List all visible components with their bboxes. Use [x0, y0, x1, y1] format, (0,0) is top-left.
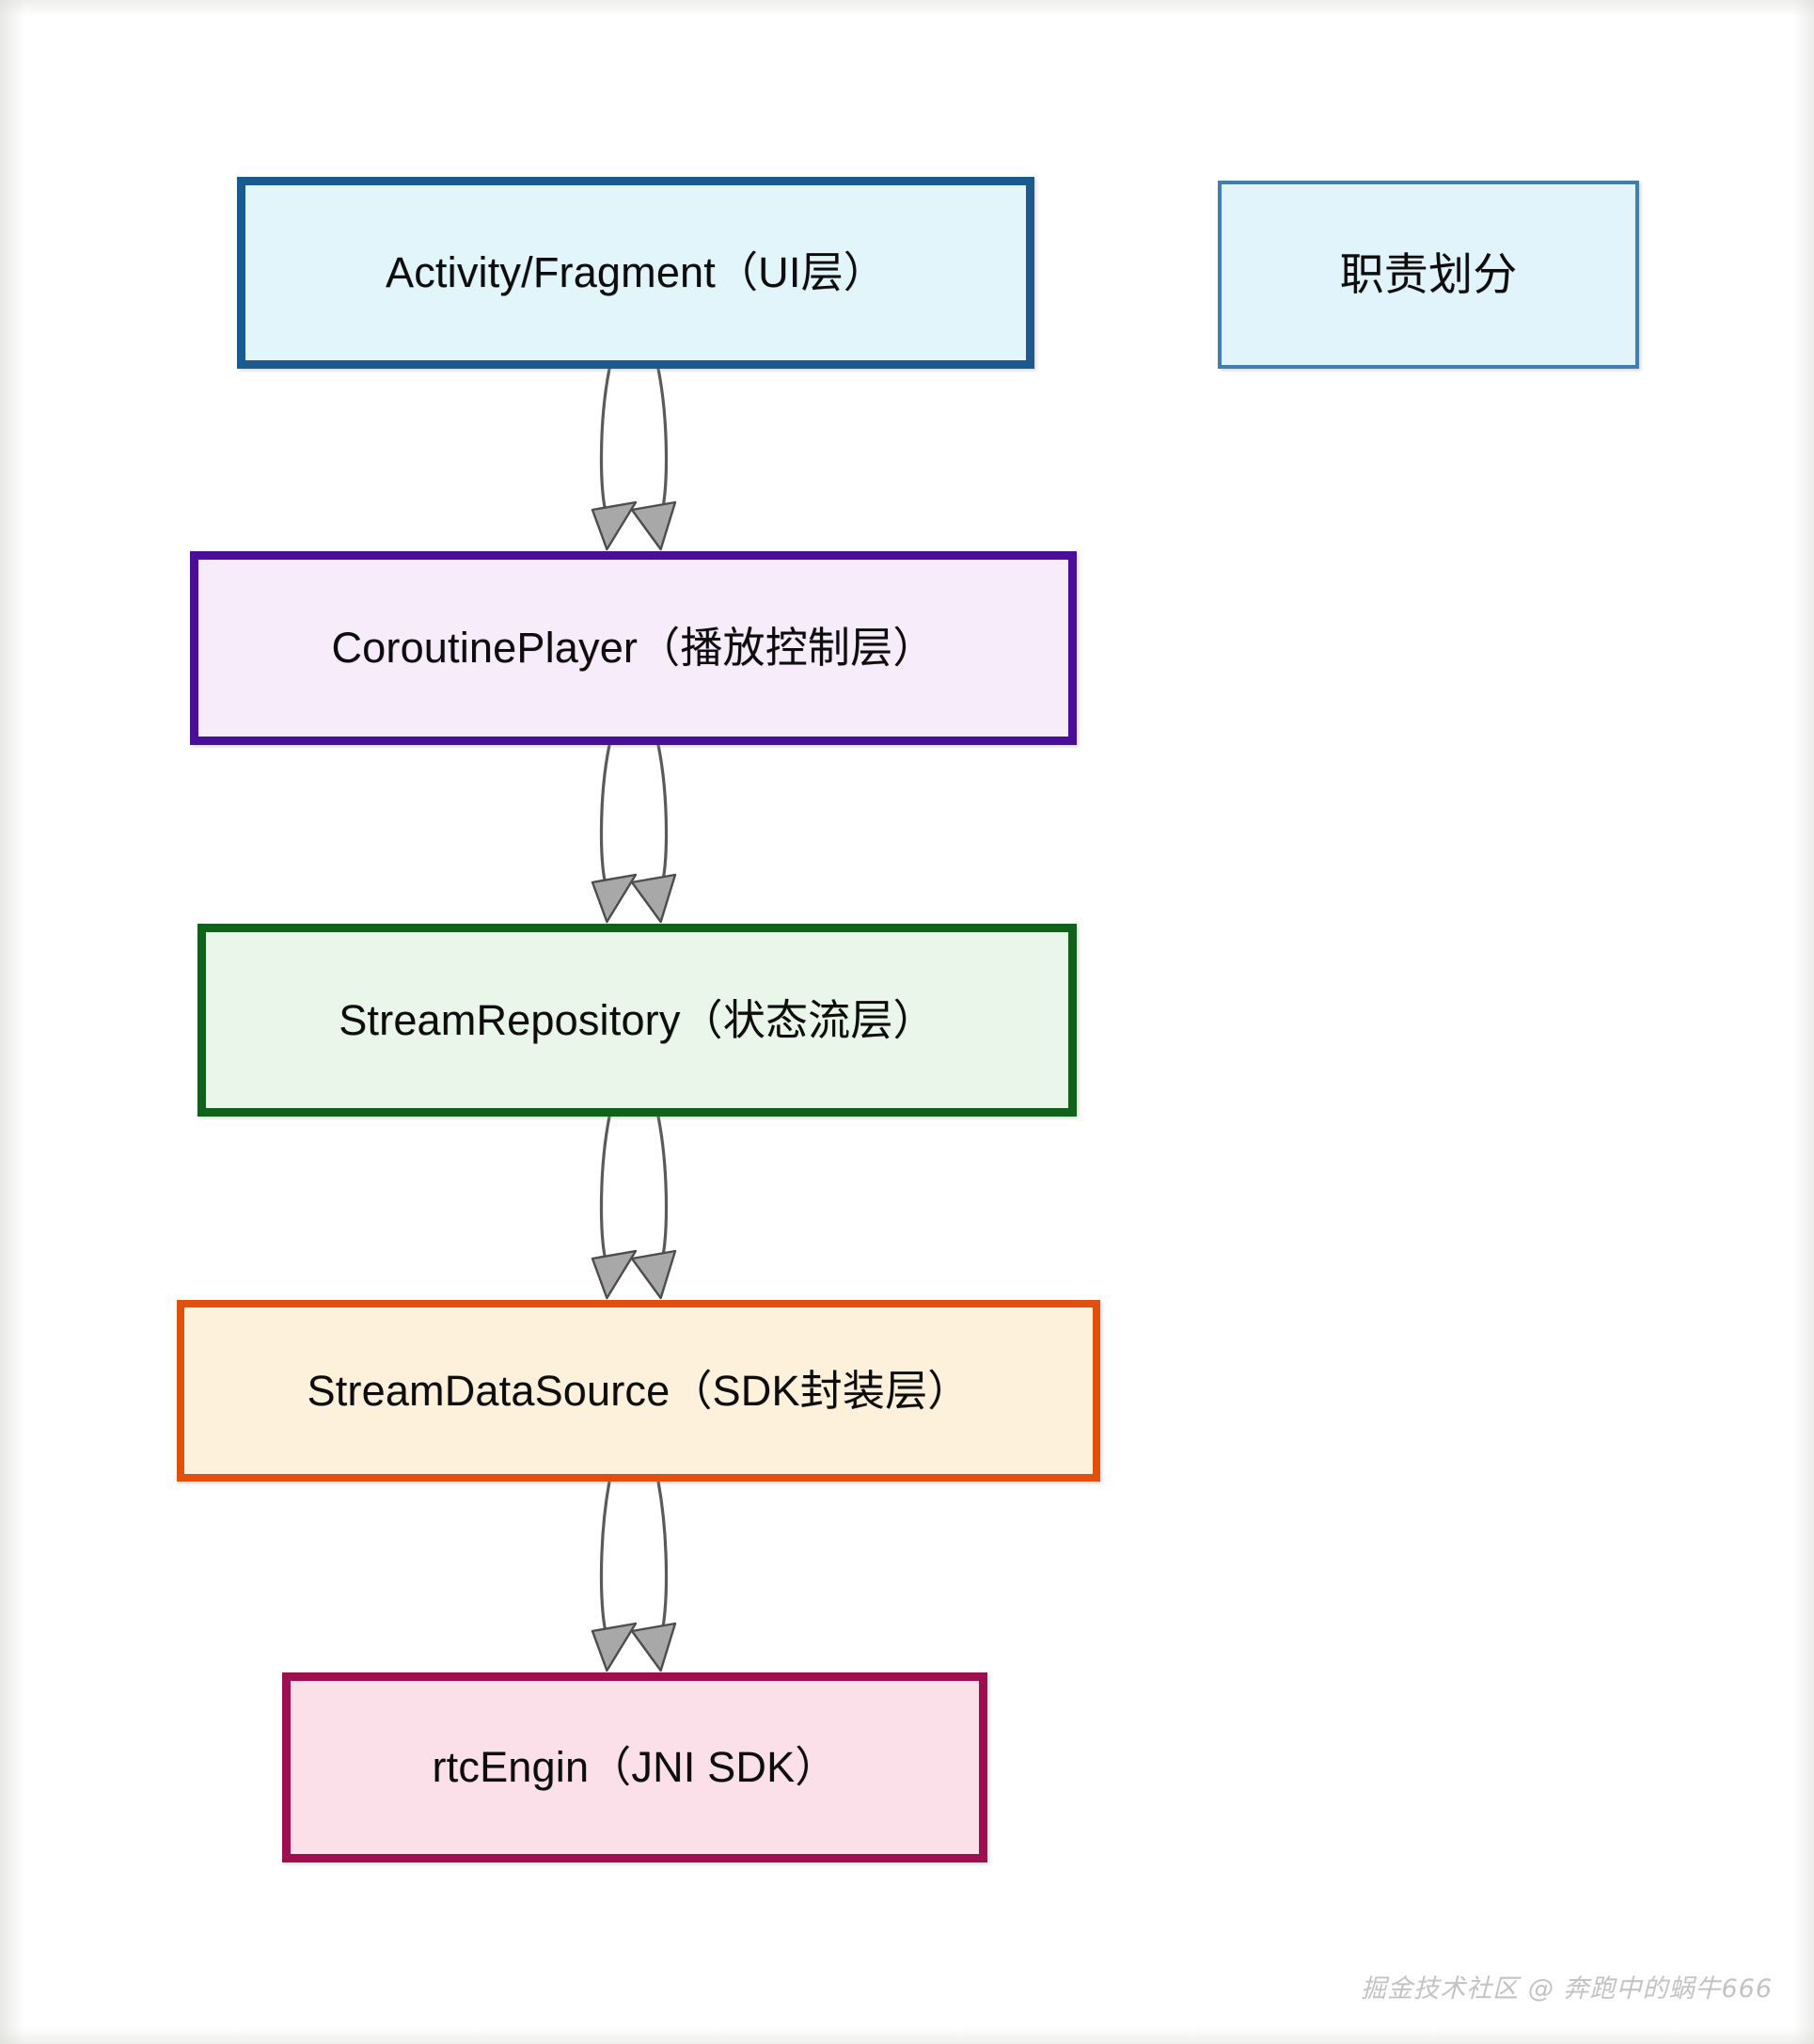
watermark: 掘金技术社区 @ 奔跑中的蜗牛666	[1361, 1974, 1773, 2004]
node-repository-layer-label: StreamRepository（状态流层）	[339, 995, 936, 1044]
connector-line-player-layer-to-repository-layer-b	[656, 743, 669, 892]
node-datasource-layer-label: StreamDataSource（SDK封装层）	[307, 1366, 970, 1415]
node-legend-title[interactable]: 职责划分	[1218, 181, 1639, 369]
arrowhead-player-layer-to-repository-layer-b	[630, 873, 677, 924]
node-legend-title-label: 职责划分	[1339, 248, 1518, 299]
connector-line-ui-layer-to-player-layer-b	[656, 367, 669, 519]
arrowhead-datasource-layer-to-sdk-layer-b	[630, 1622, 677, 1672]
node-player-layer[interactable]: CoroutinePlayer（播放控制层）	[190, 551, 1077, 745]
node-ui-layer-label: Activity/Fragment（UI层）	[386, 248, 886, 296]
arrowhead-ui-layer-to-player-layer-a	[591, 500, 638, 551]
node-repository-layer[interactable]: StreamRepository（状态流层）	[197, 924, 1077, 1117]
connector-line-repository-layer-to-datasource-layer-b	[656, 1115, 669, 1268]
arrowhead-datasource-layer-to-sdk-layer-a	[591, 1622, 638, 1672]
arrowhead-ui-layer-to-player-layer-b	[630, 500, 677, 551]
node-player-layer-label: CoroutinePlayer（播放控制层）	[331, 624, 936, 672]
node-ui-layer[interactable]: Activity/Fragment（UI层）	[237, 177, 1034, 369]
node-sdk-layer-label: rtcEngin（JNI SDK）	[432, 1743, 838, 1791]
connector-line-ui-layer-to-player-layer-a	[599, 367, 611, 519]
node-datasource-layer[interactable]: StreamDataSource（SDK封装层）	[177, 1300, 1100, 1482]
arrowhead-repository-layer-to-datasource-layer-b	[630, 1249, 677, 1300]
connector-line-player-layer-to-repository-layer-a	[599, 743, 611, 892]
node-sdk-layer[interactable]: rtcEngin（JNI SDK）	[282, 1672, 987, 1862]
connector-line-datasource-layer-to-sdk-layer-b	[656, 1480, 669, 1640]
connector-line-datasource-layer-to-sdk-layer-a	[599, 1480, 611, 1640]
connector-line-repository-layer-to-datasource-layer-a	[599, 1115, 611, 1268]
arrowhead-player-layer-to-repository-layer-a	[591, 873, 638, 924]
arrowhead-repository-layer-to-datasource-layer-a	[591, 1249, 638, 1300]
